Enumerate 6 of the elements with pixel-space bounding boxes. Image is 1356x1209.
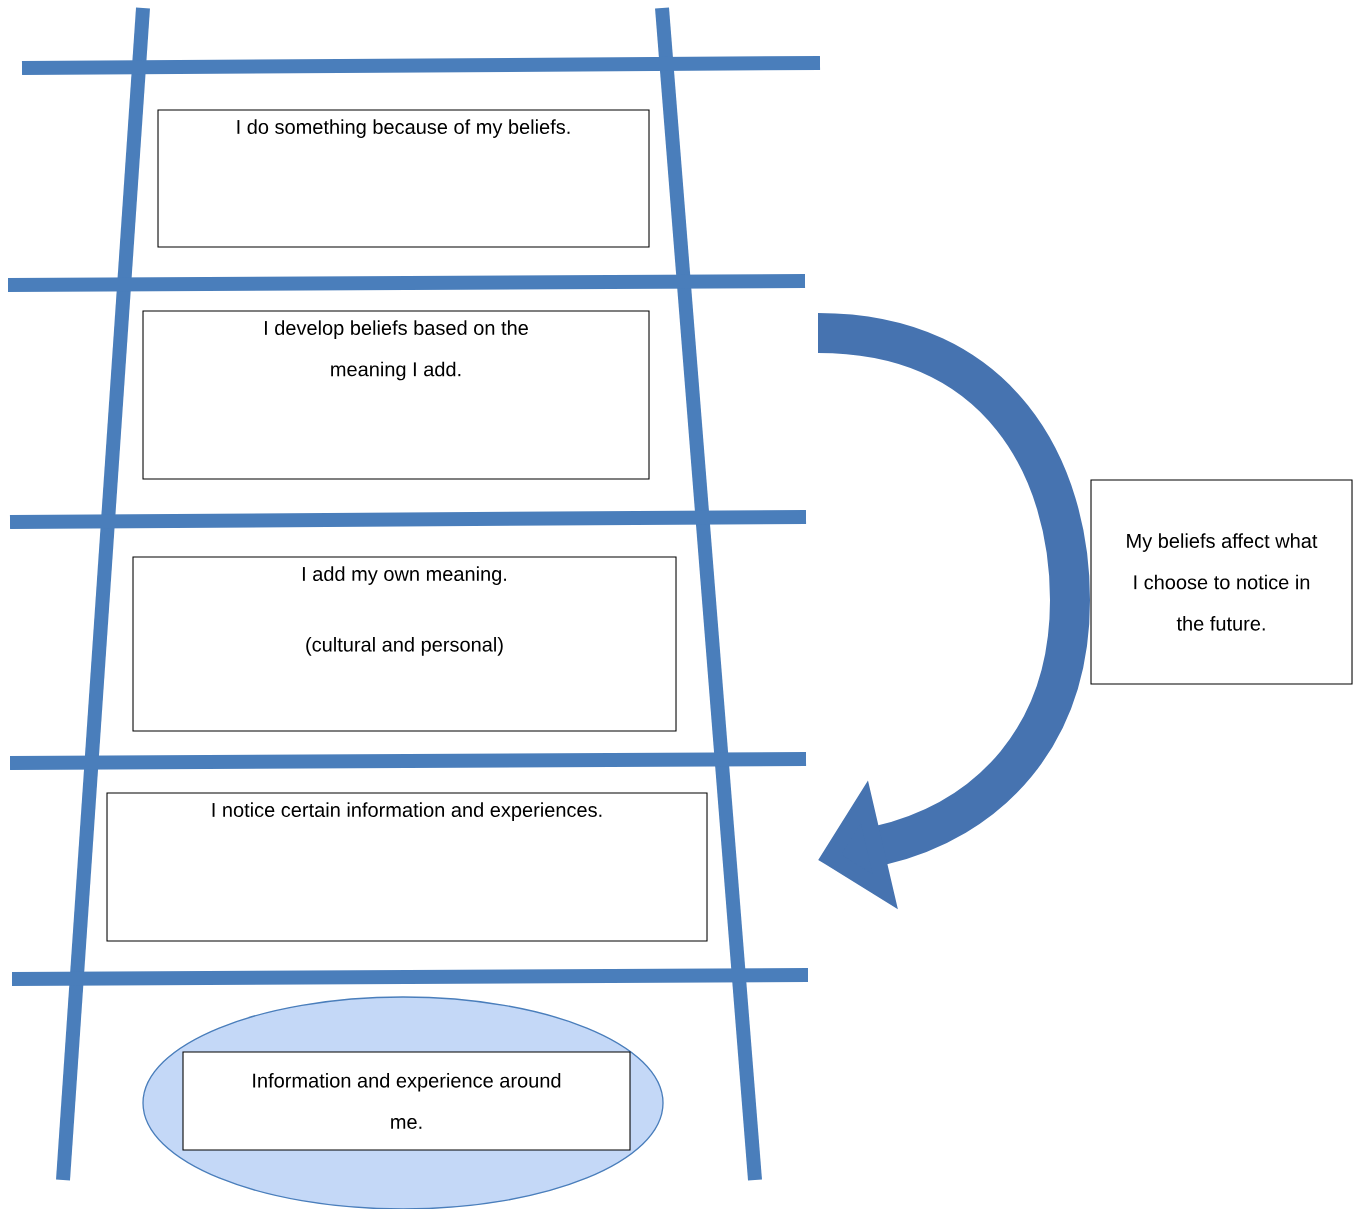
text-box: I develop beliefs based on the meaning I add.: [142, 310, 650, 480]
text-box: Information and experience around me.: [182, 1051, 631, 1151]
text-box: I add my own meaning. (cultural and personal): [132, 556, 677, 732]
text-box: I notice certain information and experiences.: [106, 792, 708, 942]
text-box: My beliefs affect what I choose to notice in the future.: [1090, 479, 1353, 685]
text-box: I do something because of my beliefs.: [157, 109, 650, 248]
